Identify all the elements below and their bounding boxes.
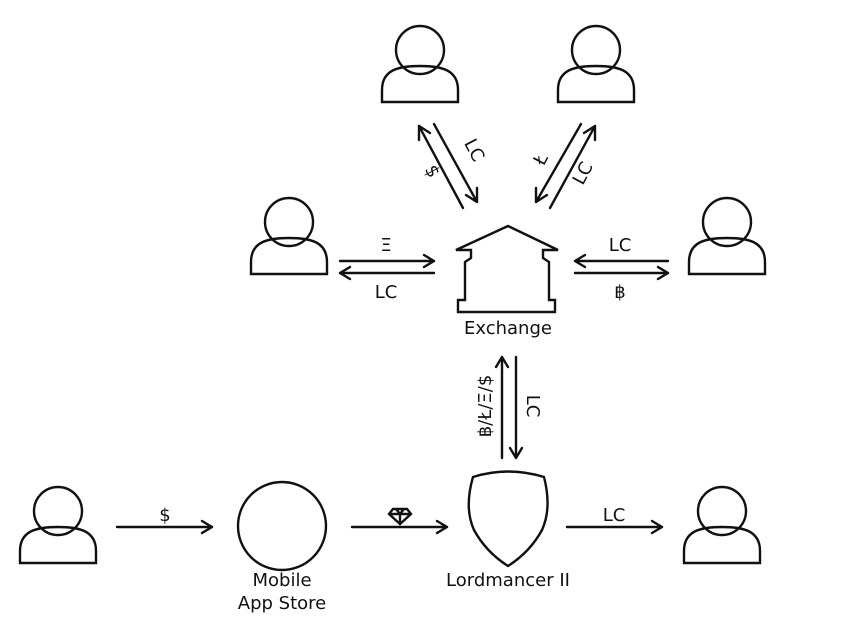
flow-label-exchange-to-lordmancer: LC <box>522 395 543 418</box>
flow-label-user-to-store: $ <box>159 505 170 526</box>
flow-label-top-right-down: LC <box>569 159 598 189</box>
flow-label-right-to-exchange: ฿ <box>614 282 625 303</box>
app-store-circle <box>236 480 328 572</box>
gem-icon <box>387 507 413 526</box>
flow-label-left-to-exchange: Ξ <box>380 235 391 256</box>
user-icon-bottom-right <box>682 485 762 565</box>
shield-icon <box>467 470 549 568</box>
arrow-exchange-to-left <box>338 265 436 281</box>
flow-label-top-right-up: Ł <box>529 149 553 169</box>
arrow-exchange-to-lordmancer <box>508 355 524 460</box>
user-icon-top-right <box>556 24 636 104</box>
arrow-down-top-right <box>534 122 583 204</box>
arrow-store-to-lordmancer <box>350 519 449 535</box>
flow-label-exchange-to-right: LC <box>609 235 632 256</box>
flow-label-lordmancer-to-exchange: ฿/Ł/Ξ/$ <box>475 375 496 438</box>
arrow-up-top-right <box>548 124 597 210</box>
arrow-up-top-left <box>417 124 465 210</box>
lordmancer-label: Lordmancer II <box>446 570 570 591</box>
exchange-label: Exchange <box>464 318 552 339</box>
arrow-lordmancer-to-user <box>565 519 664 535</box>
user-icon-top-left <box>380 24 460 104</box>
flow-label-top-left-up: $ <box>420 161 444 181</box>
flow-label-lordmancer-to-user: LC <box>603 505 626 526</box>
user-icon-left <box>249 196 329 276</box>
bank-building-icon <box>455 224 559 314</box>
flow-label-top-left-down: LC <box>459 136 488 166</box>
user-icon-right <box>687 196 767 276</box>
user-icon-bottom-left <box>18 485 98 565</box>
app-store-label-line2: App Store <box>238 593 326 614</box>
arrow-right-to-exchange-lc <box>573 253 670 269</box>
arrow-left-to-exchange <box>338 253 436 269</box>
app-store-label-line1: Mobile <box>252 570 311 591</box>
arrow-lordmancer-to-exchange <box>494 355 510 460</box>
arrow-exchange-to-right <box>573 265 670 281</box>
flow-label-exchange-to-left: LC <box>375 282 398 303</box>
arrow-user-to-store <box>115 519 214 535</box>
arrow-down-top-left <box>432 122 479 204</box>
